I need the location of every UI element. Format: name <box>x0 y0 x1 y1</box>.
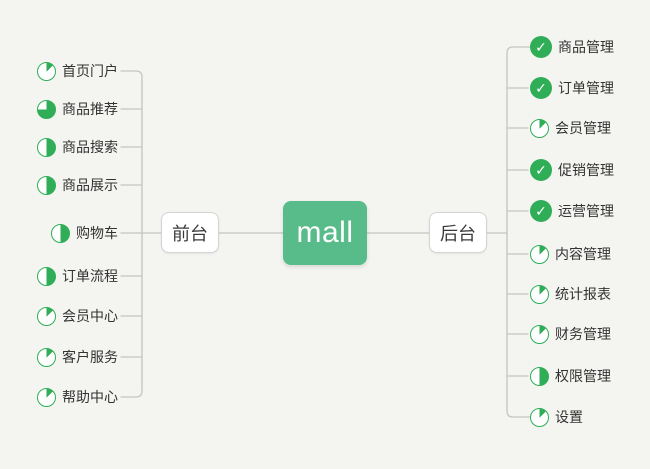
mindmap-leaf[interactable]: 购物车 <box>51 221 118 245</box>
progress-pie-icon <box>530 244 549 264</box>
mindmap-leaf[interactable]: 商品展示 <box>37 173 118 197</box>
mindmap-leaf[interactable]: 统计报表 <box>530 282 611 306</box>
leaf-label: 购物车 <box>76 225 118 241</box>
check-icon: ✓ <box>530 77 552 99</box>
leaf-label: 商品管理 <box>558 39 614 55</box>
progress-pie-icon <box>37 175 56 195</box>
mindmap-leaf[interactable]: 会员管理 <box>530 116 611 140</box>
mindmap-leaf[interactable]: ✓ 订单管理 <box>530 76 614 100</box>
leaf-label: 财务管理 <box>555 326 611 342</box>
branch-node-backend[interactable]: 后台 <box>429 212 487 253</box>
check-icon: ✓ <box>530 159 552 181</box>
mindmap-leaf[interactable]: ✓ 商品管理 <box>530 35 614 59</box>
progress-pie-icon <box>37 347 56 367</box>
leaf-label: 会员管理 <box>555 120 611 136</box>
mindmap-leaf[interactable]: 商品推荐 <box>37 97 118 121</box>
mindmap-leaf[interactable]: 会员中心 <box>37 304 118 328</box>
leaf-label: 商品展示 <box>62 177 118 193</box>
mindmap-leaf[interactable]: 客户服务 <box>37 345 118 369</box>
mindmap-leaf[interactable]: 财务管理 <box>530 322 611 346</box>
mindmap-leaf[interactable]: 设置 <box>530 405 583 429</box>
check-icon: ✓ <box>530 36 552 58</box>
check-icon: ✓ <box>530 200 552 222</box>
leaf-label: 订单管理 <box>558 80 614 96</box>
progress-pie-icon <box>37 137 56 157</box>
mindmap-leaf[interactable]: 订单流程 <box>37 264 118 288</box>
branch-node-label: 前台 <box>172 223 208 244</box>
branch-node-frontend[interactable]: 前台 <box>161 212 219 253</box>
leaf-label: 会员中心 <box>62 308 118 324</box>
leaf-label: 内容管理 <box>555 246 611 262</box>
leaf-label: 客户服务 <box>62 349 118 365</box>
progress-pie-icon <box>37 61 56 81</box>
root-node-mall[interactable]: mall <box>283 201 367 265</box>
mindmap-leaf[interactable]: 权限管理 <box>530 364 611 388</box>
leaf-label: 帮助中心 <box>62 389 118 405</box>
leaf-label: 订单流程 <box>62 268 118 284</box>
progress-pie-icon <box>530 118 549 138</box>
leaf-label: 首页门户 <box>62 63 118 79</box>
progress-pie-icon <box>37 99 56 119</box>
leaf-label: 商品搜索 <box>62 139 118 155</box>
mindmap-leaf[interactable]: ✓ 促销管理 <box>530 158 614 182</box>
leaf-label: 设置 <box>555 409 583 425</box>
progress-pie-icon <box>530 407 549 427</box>
root-node-label: mall <box>296 216 354 249</box>
mindmap-leaf[interactable]: 帮助中心 <box>37 385 118 409</box>
progress-pie-icon <box>37 266 56 286</box>
progress-pie-icon <box>37 387 56 407</box>
leaf-label: 促销管理 <box>558 162 614 178</box>
mindmap-leaf[interactable]: 内容管理 <box>530 242 611 266</box>
leaf-label: 权限管理 <box>555 368 611 384</box>
leaf-label: 运营管理 <box>558 203 614 219</box>
mindmap-leaf[interactable]: 商品搜索 <box>37 135 118 159</box>
branch-node-label: 后台 <box>440 223 476 244</box>
progress-pie-icon <box>530 284 549 304</box>
progress-pie-icon <box>530 324 549 344</box>
leaf-label: 统计报表 <box>555 286 611 302</box>
progress-pie-icon <box>37 306 56 326</box>
progress-pie-icon <box>530 366 549 386</box>
progress-pie-icon <box>51 223 70 243</box>
leaf-label: 商品推荐 <box>62 101 118 117</box>
mindmap-leaf[interactable]: ✓ 运营管理 <box>530 199 614 223</box>
mindmap-leaf[interactable]: 首页门户 <box>37 59 118 83</box>
